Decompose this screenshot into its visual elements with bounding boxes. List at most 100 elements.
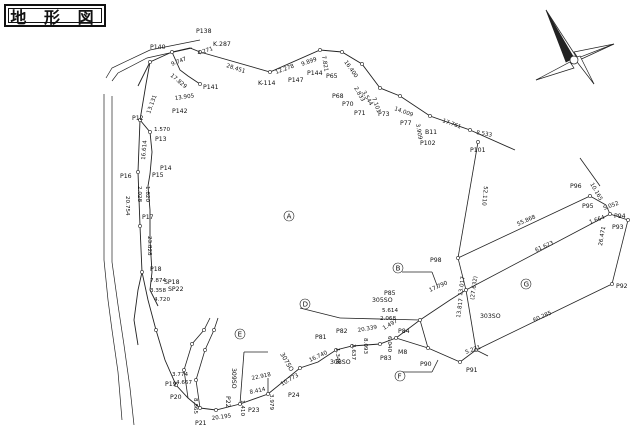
dim-3979: 3.979 (268, 394, 274, 410)
map-title: 地 形 図 (4, 4, 106, 27)
area-a-label: A (287, 213, 292, 221)
dim-27632: (27.632) (470, 276, 479, 301)
dim-61623: 61.623 (534, 240, 555, 254)
dim-5614: 5.614 (382, 308, 398, 314)
label-sp22: SP22 (168, 286, 184, 293)
dim-10773: 10.773 (280, 373, 300, 388)
dim-6040: 6.040 (386, 336, 392, 352)
dim-7101: 7.101 (370, 97, 381, 115)
label-b11: B11 (425, 129, 437, 136)
label-309so: 309SO (230, 368, 237, 389)
dim-7874: 7.874 (150, 278, 166, 284)
dim-4271: 4.271 (197, 46, 215, 57)
label-p68: P68 (332, 93, 344, 100)
dim-22918: 22.918 (251, 372, 272, 382)
dim-28451: 28.451 (225, 63, 246, 75)
label-p16: P16 (120, 173, 132, 180)
label-p18: P18 (150, 266, 162, 273)
dim-9899: 9.899 (301, 57, 319, 68)
label-307so: 307SO (278, 352, 294, 373)
area-f-label: F (398, 373, 402, 381)
dim-20754: 20.754 (124, 196, 130, 216)
label-p95: P95 (582, 203, 594, 210)
label-p83: P83 (380, 355, 392, 362)
dim-20195: 20.195 (211, 413, 232, 422)
label-p144: P144 (307, 70, 323, 77)
dim-17761: 17.761 (441, 118, 462, 130)
label-p90: P90 (420, 361, 432, 368)
label-p15: P15 (152, 172, 164, 179)
dim-5221: 5.221 (465, 345, 483, 356)
dim-5052: 5.052 (603, 201, 620, 212)
parcel-a-boundary (133, 47, 516, 411)
dim-8865: 8.865 (192, 398, 198, 414)
label-p84: P84 (398, 328, 410, 335)
dim-9747: 9.747 (171, 56, 189, 68)
label-p94: P94 (614, 213, 626, 220)
dim-26471: 26.471 (598, 226, 607, 247)
area-d-label: D (303, 301, 308, 309)
label-p21: P21 (195, 420, 207, 427)
dim-1820: 1.820 (144, 186, 150, 202)
dim-13131: 13.131 (146, 94, 158, 115)
label-p77: P77 (400, 120, 412, 127)
label-p85: P85 (384, 290, 396, 297)
label-p14: P14 (160, 165, 172, 172)
point-labels: P138 K.287 P140 P141 P142 P12 P13 P14 P1… (120, 28, 628, 427)
area-g-label: G (524, 281, 529, 289)
label-303so: 303SO (480, 313, 501, 320)
dim-20339: 20.339 (357, 325, 378, 334)
label-p93: P93 (612, 224, 624, 231)
label-p23: P23 (248, 407, 260, 414)
dimension-labels: 4.271 9.747 28.451 9.899 12.278 7.821 16… (124, 46, 620, 422)
label-p20: P20 (170, 394, 182, 401)
label-p82: P82 (336, 328, 348, 335)
label-p98: P98 (430, 257, 442, 264)
label-p19: P19 (165, 381, 177, 388)
dim-8533: 8.533 (476, 130, 493, 139)
dim-8414: 8.414 (249, 387, 266, 396)
label-p91: P91 (466, 367, 478, 374)
label-p12: P12 (132, 115, 144, 122)
label-p101: P101 (470, 147, 486, 154)
label-p13: P13 (155, 136, 167, 143)
dim-13017: 13.017 (458, 276, 467, 297)
dim-1346: 1.346 (334, 348, 340, 364)
label-p24: P24 (288, 392, 300, 399)
dim-23828: 23.828 (146, 236, 152, 256)
dim-60285: 60.285 (532, 310, 553, 324)
dim-13817: 13.817 (456, 298, 465, 319)
area-markers: A B D E F G (234, 210, 532, 382)
dim-8093: 8.093 (362, 338, 368, 354)
label-p92: P92 (616, 283, 628, 290)
dim-7821: 7.821 (320, 55, 329, 72)
label-p17: P17 (142, 214, 154, 221)
dim-2068: 2.068 (380, 316, 396, 322)
dim-4720: 4.720 (154, 297, 170, 303)
dim-1664: 1.664 (589, 215, 607, 226)
dim-4667: 4.667 (176, 380, 192, 386)
dim-1570: 1.570 (154, 127, 170, 133)
label-p142: P142 (172, 108, 188, 115)
dim-13905: 13.905 (174, 93, 195, 102)
label-p96: P96 (570, 183, 582, 190)
label-p65: P65 (326, 73, 338, 80)
dim-14009: 14.009 (393, 106, 414, 118)
label-p73: P73 (378, 111, 390, 118)
area-b-label: B (396, 265, 401, 273)
label-p81: P81 (315, 334, 327, 341)
label-p71: P71 (354, 110, 366, 117)
label-308so: 308SO (330, 359, 351, 366)
dim-3774: 3.774 (172, 372, 188, 378)
survey-points (136, 48, 630, 412)
dim-3637: 3.637 (350, 344, 356, 360)
label-p70: P70 (342, 101, 354, 108)
dim-16400: 16.400 (342, 60, 358, 80)
dim-17790: 17.790 (428, 280, 449, 294)
area-e-label: E (238, 331, 242, 339)
dim-2028: 2.028 (136, 186, 142, 202)
dim-1410: 1.410 (239, 400, 245, 416)
label-k114: K-114 (258, 80, 276, 87)
label-p102: P102 (420, 140, 436, 147)
